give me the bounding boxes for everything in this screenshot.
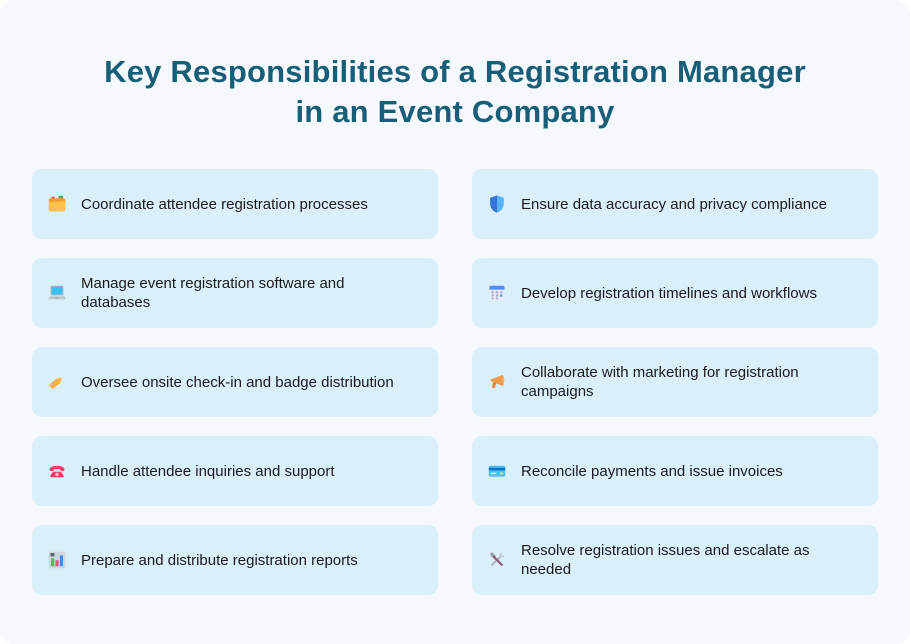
responsibility-grid: Coordinate attendee registration process… bbox=[32, 169, 878, 595]
card-label: Reconcile payments and issue invoices bbox=[521, 462, 783, 480]
card-label: Develop registration timelines and workf… bbox=[521, 284, 817, 302]
shield-icon bbox=[487, 194, 507, 214]
card-data-accuracy: Ensure data accuracy and privacy complia… bbox=[472, 169, 878, 239]
bar-chart-icon bbox=[47, 550, 67, 570]
card-resolve-issues: Resolve registration issues and escalate… bbox=[472, 525, 878, 595]
card-index-dividers-icon bbox=[47, 194, 67, 214]
card-label: Oversee onsite check-in and badge distri… bbox=[81, 373, 394, 391]
card-label: Coordinate attendee registration process… bbox=[81, 195, 368, 213]
telephone-icon bbox=[47, 461, 67, 481]
card-attendee-support: Handle attendee inquiries and support bbox=[32, 436, 438, 506]
card-label: Ensure data accuracy and privacy complia… bbox=[521, 195, 827, 213]
page-title: Key Responsibilities of a Registration M… bbox=[0, 0, 910, 132]
laptop-icon bbox=[47, 283, 67, 303]
card-label: Handle attendee inquiries and support bbox=[81, 462, 335, 480]
card-label: Manage event registration software and d… bbox=[81, 275, 345, 311]
credit-card-icon bbox=[487, 461, 507, 481]
hammer-wrench-icon bbox=[487, 550, 507, 570]
card-checkin-badges: Oversee onsite check-in and badge distri… bbox=[32, 347, 438, 417]
megaphone-icon bbox=[487, 372, 507, 392]
tag-icon bbox=[47, 372, 67, 392]
card-label: Resolve registration issues and escalate… bbox=[521, 542, 810, 578]
card-registration-reports: Prepare and distribute registration repo… bbox=[32, 525, 438, 595]
calendar-icon bbox=[487, 283, 507, 303]
card-label: Collaborate with marketing for registrat… bbox=[521, 364, 799, 400]
card-payments-invoices: Reconcile payments and issue invoices bbox=[472, 436, 878, 506]
page-title-line1: Key Responsibilities of a Registration M… bbox=[104, 54, 806, 89]
card-marketing-campaigns: Collaborate with marketing for registrat… bbox=[472, 347, 878, 417]
card-label: Prepare and distribute registration repo… bbox=[81, 551, 358, 569]
card-manage-software: Manage event registration software and d… bbox=[32, 258, 438, 328]
card-timelines-workflows: Develop registration timelines and workf… bbox=[472, 258, 878, 328]
page-title-line2: in an Event Company bbox=[295, 94, 615, 129]
card-coordinate-registration: Coordinate attendee registration process… bbox=[32, 169, 438, 239]
